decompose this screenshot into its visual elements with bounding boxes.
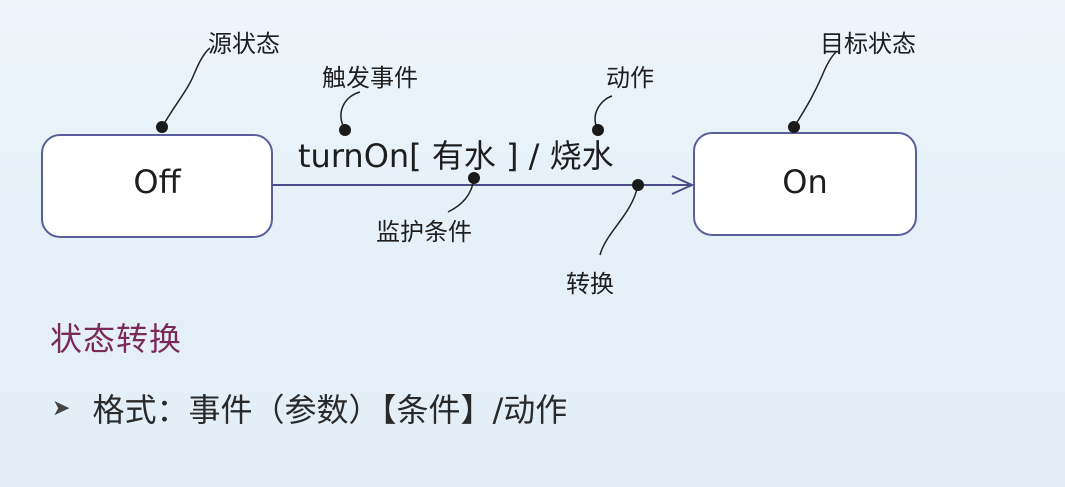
bullet-text: 格式：事件（参数）【条件】/动作 <box>92 391 568 429</box>
target-state-box <box>693 132 917 236</box>
note-trigger-event: 触发事件 <box>322 64 418 92</box>
transition-arrow <box>272 175 695 195</box>
note-target-state: 目标状态 <box>820 30 916 58</box>
transition-label: turnOn[ 有水 ] / 烧水 <box>298 137 614 175</box>
note-transition: 转换 <box>566 270 614 298</box>
dot-action <box>592 124 604 136</box>
dot-guard-condition <box>468 172 480 184</box>
target-state: On <box>693 132 917 236</box>
source-state: Off <box>41 134 273 238</box>
bullet-item: ➤ 格式：事件（参数）【条件】/动作 <box>52 385 567 431</box>
leader-target-state <box>793 51 837 128</box>
note-source-state: 源状态 <box>208 30 280 58</box>
source-state-label: Off <box>133 163 181 201</box>
leader-source-state <box>161 47 211 128</box>
state-diagram: Off On turnOn[ 有水 ] / 烧水 源状态 触发事件 动作 目标状… <box>41 30 917 298</box>
note-guard-condition: 监护条件 <box>376 218 472 246</box>
bullet-arrow-icon: ➤ <box>52 395 71 421</box>
dot-transition <box>632 179 644 191</box>
note-action: 动作 <box>606 64 654 92</box>
dot-trigger-event <box>339 124 351 136</box>
dot-source-state <box>156 121 168 133</box>
section-title: 状态转换 <box>50 320 183 358</box>
arrow-head <box>671 175 695 195</box>
leader-guard-condition <box>447 177 475 213</box>
leader-transition <box>599 184 639 256</box>
target-state-label: On <box>782 163 827 201</box>
annotation-leaders <box>156 47 837 256</box>
dot-target-state <box>788 121 800 133</box>
